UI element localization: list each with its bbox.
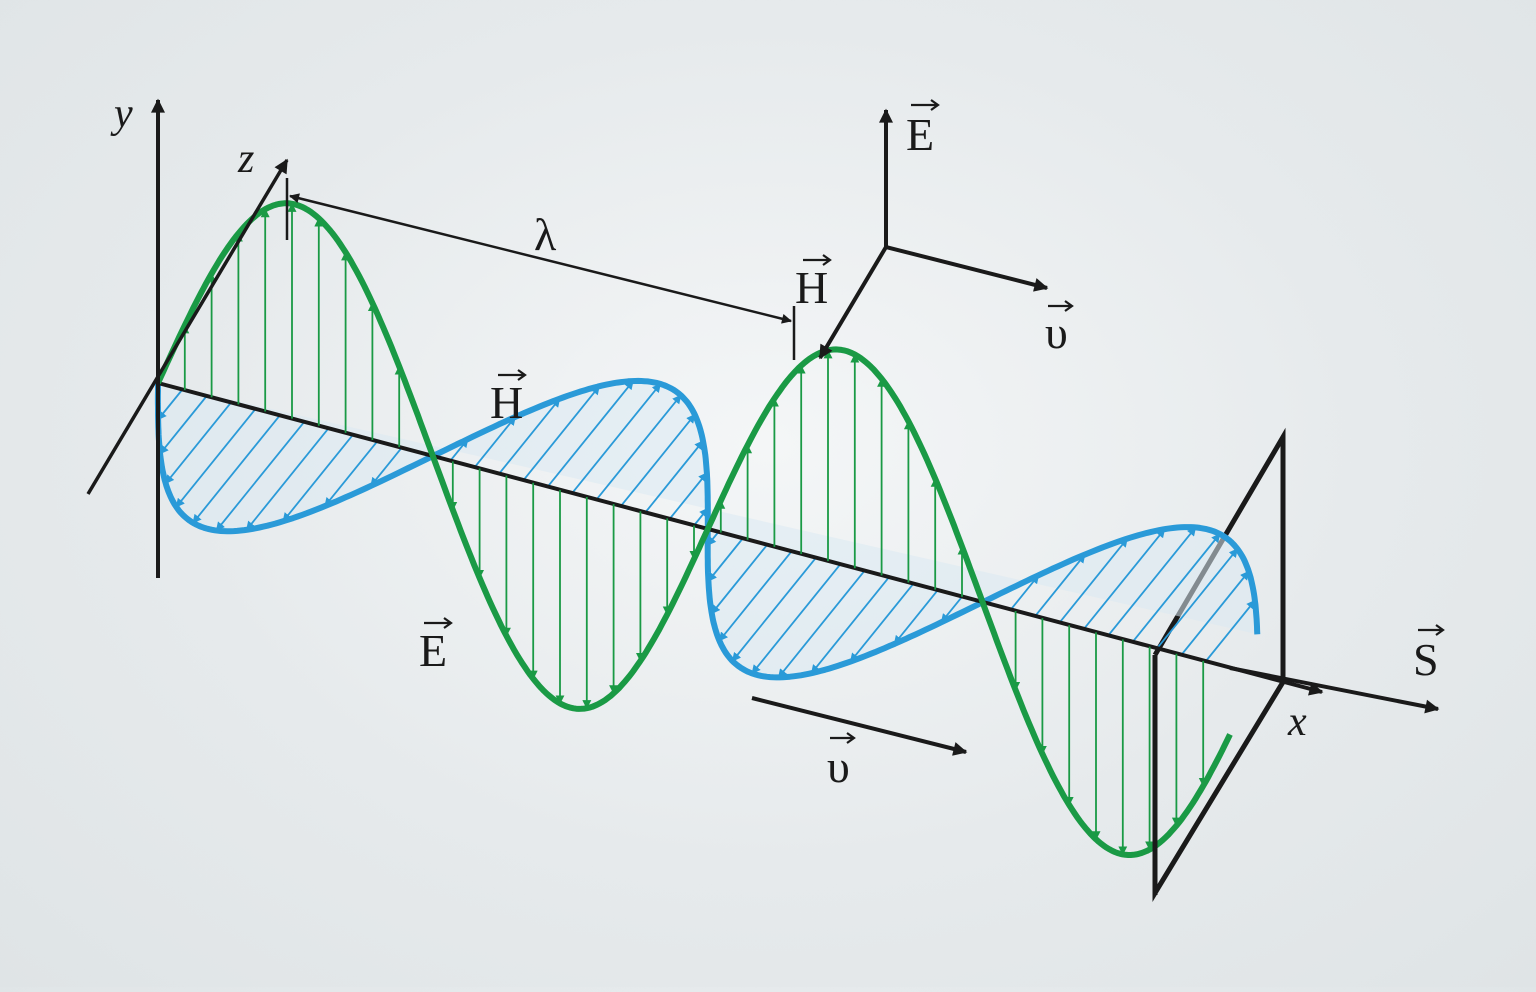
h-field-vector: [718, 550, 793, 642]
s-label-text: S: [1413, 634, 1439, 685]
v-inset-label-text: υ: [1045, 307, 1068, 358]
h-inset-label-text: H: [795, 262, 828, 313]
h-field-vector: [370, 447, 403, 487]
h-field-vector: [751, 563, 841, 675]
h-field-vector: [1083, 528, 1166, 630]
x-axis-line: [157, 381, 1324, 696]
s-vector-arrow: [1418, 624, 1445, 636]
h-field-vector: [707, 537, 744, 582]
h-field-vector: [1204, 599, 1256, 663]
h-field-vector: [849, 583, 915, 663]
vector-triad-inset: [818, 108, 1049, 360]
h-wave-label: H: [490, 369, 527, 428]
h-field-vector: [731, 557, 817, 662]
v-bottom-label-text: υ: [827, 741, 850, 792]
e-wave-vector-arrow: [424, 617, 453, 629]
h-field-vector: [710, 544, 768, 615]
e-inset-label-text: E: [906, 109, 934, 160]
electric-field-wave: [155, 200, 1233, 858]
e-wave-label-text: E: [419, 625, 447, 676]
v-bottom-vector-arrow: [830, 732, 856, 744]
h-field-vector: [620, 413, 696, 507]
y-axis-label: y: [110, 91, 133, 137]
wavelength-label: λ: [534, 209, 557, 260]
h-field-vector: [157, 388, 184, 421]
wavelength-dimension-line: [289, 193, 792, 324]
h-field-vector: [1107, 526, 1197, 637]
e-inset-vector-arrow: [911, 99, 940, 111]
h-field-vector: [893, 589, 939, 645]
e-inset-label: E: [906, 99, 940, 160]
h-field-vector: [1058, 537, 1129, 624]
e-wave-label: E: [419, 617, 453, 676]
h-field-vector: [1034, 553, 1086, 617]
h-field-vector: [498, 397, 561, 475]
inset-v-arrow: [885, 245, 1049, 292]
velocity-arrow: [751, 696, 968, 756]
h-field-vector: [547, 380, 634, 488]
x-axis-label: x: [1287, 699, 1307, 745]
h-field-vector: [777, 570, 866, 679]
v-inset-vector-arrow: [1048, 300, 1074, 312]
h-field-vector: [595, 394, 682, 501]
h-field-vector: [522, 385, 601, 481]
h-field-vector: [810, 576, 890, 674]
h-field-vector: [245, 427, 330, 531]
h-field-vector: [175, 408, 257, 508]
inset-h-arrow: [818, 245, 888, 360]
h-field-vector: [192, 414, 281, 524]
h-field-vector: [1156, 548, 1239, 650]
v-inset-label: υ: [1045, 300, 1074, 358]
h-field-vector: [644, 440, 704, 514]
h-field-vector: [571, 383, 662, 494]
h-inset-label: H: [795, 254, 832, 313]
h-inset-vector-arrow: [803, 254, 832, 266]
h-field-vector: [164, 401, 232, 485]
h-wave-vector-arrow: [498, 369, 527, 381]
v-bottom-label: υ: [827, 732, 856, 792]
s-label: S: [1413, 624, 1445, 685]
h-field-vector: [215, 421, 305, 532]
h-wave-label-text: H: [490, 377, 523, 428]
h-field-vector: [668, 472, 708, 520]
h-field-vector: [324, 440, 378, 507]
h-field-vector: [1180, 570, 1250, 656]
h-field-vector: [159, 395, 208, 455]
z-axis-line: [86, 158, 289, 495]
h-field-curve: [154, 377, 1261, 681]
h-field-vector: [1131, 533, 1221, 643]
h-field-vector: [282, 434, 354, 523]
z-axis-label: z: [237, 136, 254, 182]
h-field-vector: [473, 416, 517, 468]
h-field-vector: [1010, 574, 1040, 611]
s-vector-line: [1229, 666, 1440, 714]
